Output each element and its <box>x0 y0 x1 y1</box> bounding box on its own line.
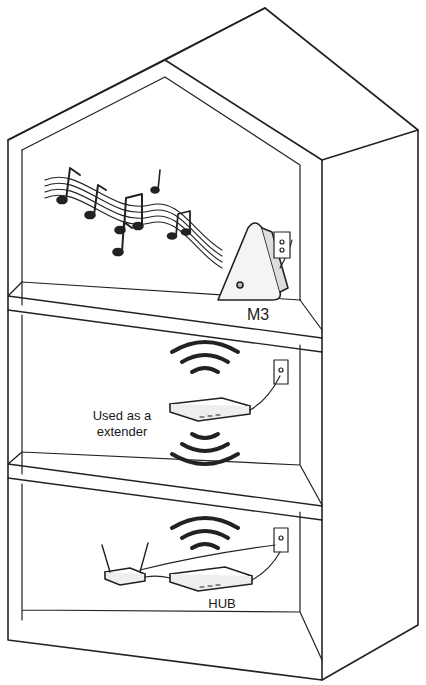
router-device <box>102 543 148 585</box>
music-notes <box>57 168 191 256</box>
speaker-m3 <box>218 223 292 300</box>
attic-inner <box>22 77 300 300</box>
front-gable <box>8 60 322 160</box>
wall-outlet <box>274 232 290 552</box>
wifi-signal <box>172 342 238 464</box>
extender-device <box>170 376 280 421</box>
floor-slab <box>8 452 322 520</box>
hub-device <box>170 567 252 591</box>
middle-room <box>22 315 322 505</box>
device-label: M3 <box>228 305 288 324</box>
front-corner <box>321 160 323 680</box>
music-staff <box>45 177 222 268</box>
eave-line <box>322 130 418 160</box>
house-outline <box>8 8 418 680</box>
device-label: Used as a extender <box>76 408 168 439</box>
roof-ridge <box>165 8 265 60</box>
cable <box>140 545 280 580</box>
device-label: HUB <box>192 596 252 612</box>
wifi-signal <box>172 518 238 548</box>
floor-corner <box>300 300 322 330</box>
ground-room <box>22 484 322 660</box>
